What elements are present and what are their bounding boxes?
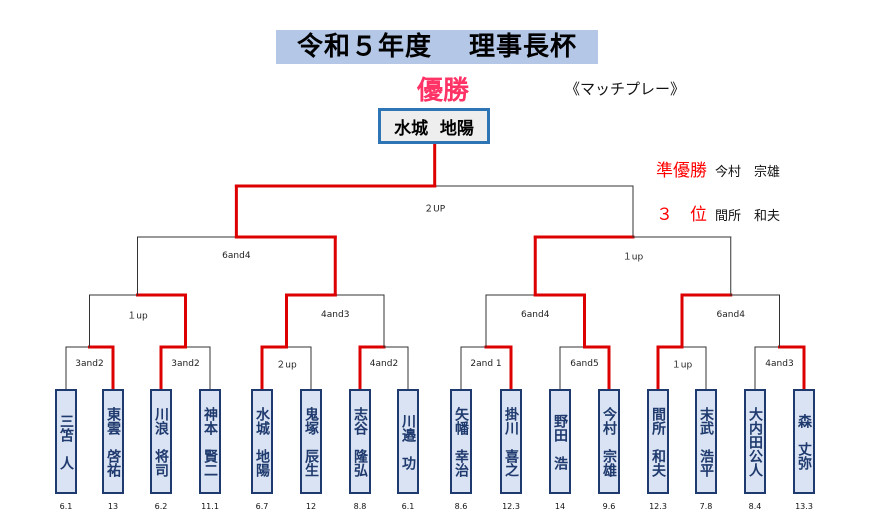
player-handicap: 12 [305, 502, 317, 511]
match-format: 《マッチプレー》 [565, 80, 686, 98]
match-score-label: ２UP [424, 204, 446, 215]
player-handicap: 9.6 [602, 502, 616, 511]
match-score-label: 4and3 [765, 359, 794, 369]
match-score-label: １up [671, 360, 693, 371]
player-handicap: 6.1 [59, 502, 73, 511]
match-score-label: 6and4 [521, 310, 550, 320]
player-handicap: 12.3 [649, 502, 667, 511]
match-score-label: 6and4 [222, 251, 251, 261]
player-handicap: 13 [107, 502, 119, 511]
third-place-label: ３ 位 [656, 205, 707, 225]
runner-up-label: 準優勝 [656, 161, 707, 181]
player-name: 今村 宗雄 [598, 389, 620, 494]
player-name: 森 丈弥 [793, 389, 815, 494]
champion-box: 水城 地陽 [378, 108, 490, 144]
player-handicap: 7.8 [699, 502, 713, 511]
player-name: 三笘 人 [55, 389, 77, 494]
runner-up-name: 今村 宗雄 [715, 165, 781, 180]
match-score-label: １up [127, 311, 148, 322]
player-handicap: 8.4 [748, 502, 762, 511]
match-score-label: 3and2 [171, 359, 200, 369]
match-score-label: ２up [276, 360, 297, 371]
player-handicap: 14 [554, 502, 566, 511]
player-name: 川浪 将司 [150, 389, 172, 494]
player-name: 矢幡 幸治 [450, 389, 472, 494]
player-name: 志谷 隆弘 [349, 389, 371, 494]
winner-label: 優勝 [416, 76, 469, 106]
player-name: 東雲 啓祐 [102, 389, 124, 494]
player-handicap: 6.7 [255, 502, 269, 511]
match-score-label: 3and2 [75, 359, 104, 369]
match-score-label: 2and 1 [470, 359, 502, 369]
player-name: 水城 地陽 [251, 389, 273, 494]
player-handicap: 8.6 [454, 502, 468, 511]
player-name: 掛川 喜之 [500, 389, 522, 494]
third-place-name: 間所 和夫 [715, 209, 781, 224]
player-handicap: 11.1 [201, 502, 219, 511]
player-name: 川邉 功 [397, 389, 419, 494]
player-handicap: 8.8 [353, 502, 367, 511]
match-score-label: 4and2 [369, 359, 399, 369]
player-handicap: 12.3 [502, 502, 520, 511]
player-name: 野田 浩 [549, 389, 571, 494]
champion-name: 水城 地陽 [394, 118, 474, 139]
match-score-label: 6and5 [570, 359, 599, 369]
match-score-label: 4and3 [321, 310, 350, 320]
runner-up-row: 準優勝 今村 宗雄 [656, 156, 780, 181]
player-handicap: 13.3 [795, 502, 813, 511]
player-handicap: 6.2 [154, 502, 168, 511]
third-place-row: ３ 位 間所 和夫 [656, 200, 780, 225]
player-name: 間所 和夫 [647, 389, 669, 494]
match-score-label: 6and4 [716, 310, 745, 320]
match-score-label: １up [622, 252, 644, 263]
player-name: 神本 賢二 [199, 389, 221, 494]
player-name: 末武 浩平 [695, 389, 717, 494]
player-name: 大内田公人 [744, 389, 766, 494]
player-handicap: 6.1 [401, 502, 415, 511]
page-title: 令和５年度 理事長杯 [276, 30, 598, 64]
player-name: 鬼塚 辰生 [300, 389, 322, 494]
